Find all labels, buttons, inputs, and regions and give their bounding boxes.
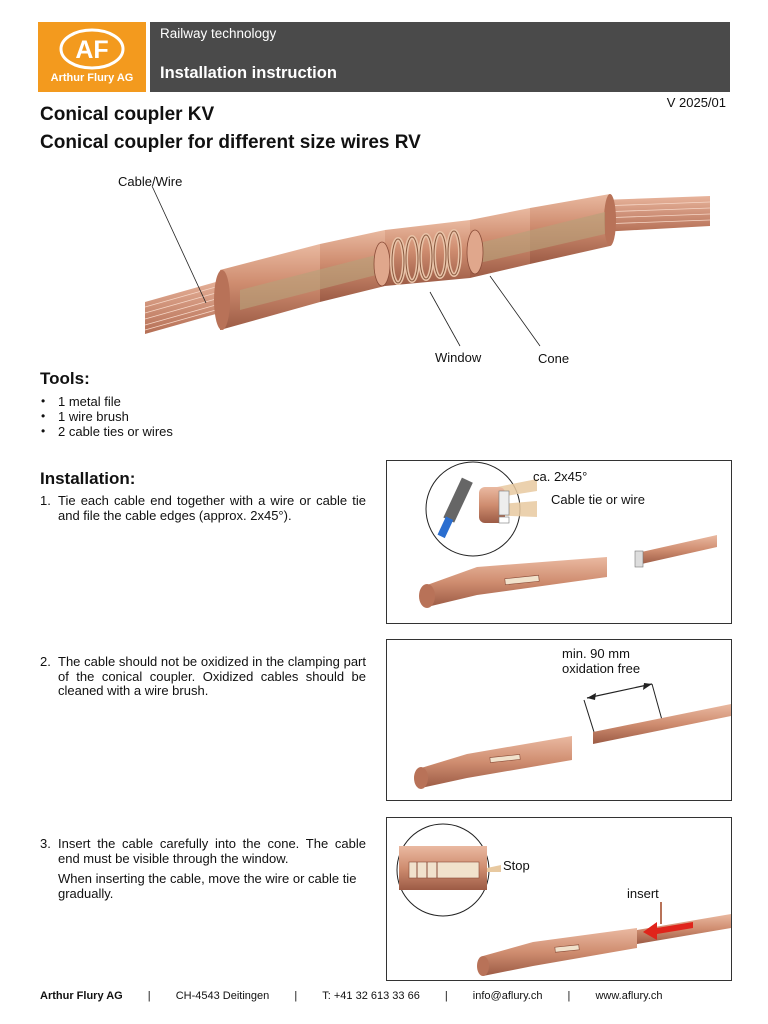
page-subtitle: Conical coupler for different size wires… <box>40 132 421 153</box>
tools-list: 1 metal file 1 wire brush 2 cable ties o… <box>40 394 173 439</box>
coupler-cutaway-image <box>144 185 711 347</box>
footer-website[interactable]: www.aflury.ch <box>595 990 663 1002</box>
cleaned-cable-image <box>414 683 731 789</box>
list-item: 1 metal file <box>40 394 173 409</box>
footer: Arthur Flury AG | CH-4543 Deitingen | T:… <box>40 990 663 1002</box>
step-2: 2. The cable should not be oxidized in t… <box>40 654 366 699</box>
angle-label: ca. 2x45° <box>533 469 588 484</box>
installation-heading: Installation: <box>40 469 136 488</box>
category-label: Railway technology <box>160 26 277 41</box>
footer-email[interactable]: info@aflury.ch <box>472 990 543 1002</box>
step-text: Tie each cable end together with a wire … <box>58 493 366 523</box>
logo-name: Arthur Flury AG <box>50 72 134 84</box>
footer-company: Arthur Flury AG <box>40 990 123 1002</box>
footer-separator: | <box>567 990 571 1002</box>
cable-tie-label: Cable tie or wire <box>551 492 645 507</box>
cable-label: Cable/Wire <box>118 174 183 189</box>
figure-step-1: ca. 2x45° Cable tie or wire <box>386 460 732 624</box>
version-label: V 2025/01 <box>666 95 726 110</box>
oxidation-label: oxidation free <box>562 661 641 676</box>
af-logo-icon: AF <box>59 28 125 70</box>
coupler-illustration: Cable/Wire Window Cone <box>118 160 720 380</box>
insert-cable-image <box>396 823 731 976</box>
footer-phone: T: +41 32 613 33 66 <box>322 990 420 1002</box>
cone-label: Cone <box>538 351 570 366</box>
window-label: Window <box>435 350 482 365</box>
footer-separator: | <box>294 990 298 1002</box>
step-text: The cable should not be oxidized in the … <box>58 654 366 698</box>
insert-label: insert <box>627 886 659 901</box>
footer-separator: | <box>444 990 448 1002</box>
step-3: 3. Insert the cable carefully into the c… <box>40 836 366 901</box>
document-type: Installation instruction <box>160 64 337 82</box>
tools-heading: Tools: <box>40 369 90 388</box>
svg-text:AF: AF <box>75 36 108 64</box>
figure-step-2: min. 90 mm oxidation free <box>386 639 732 801</box>
step-text: Insert the cable carefully into the cone… <box>58 836 366 866</box>
insert-arrow-icon <box>643 922 693 940</box>
page-title: Conical coupler KV <box>40 104 215 125</box>
filed-cable-image <box>419 461 717 608</box>
footer-separator: | <box>147 990 151 1002</box>
header-banner: Railway technology Installation instruct… <box>150 22 730 92</box>
min-length-label: min. 90 mm <box>562 646 630 661</box>
step-text-note: When inserting the cable, move the wire … <box>58 871 357 901</box>
step-number: 3. <box>40 836 51 851</box>
step-number: 2. <box>40 654 51 669</box>
figure-step-3: Stop insert <box>386 817 732 981</box>
list-item: 2 cable ties or wires <box>40 424 173 439</box>
stop-label: Stop <box>503 858 530 873</box>
company-logo: AF Arthur Flury AG <box>38 22 146 92</box>
footer-location: CH-4543 Deitingen <box>175 990 270 1002</box>
step-1: 1. Tie each cable end together with a wi… <box>40 493 366 523</box>
list-item: 1 wire brush <box>40 409 173 424</box>
step-number: 1. <box>40 493 51 508</box>
